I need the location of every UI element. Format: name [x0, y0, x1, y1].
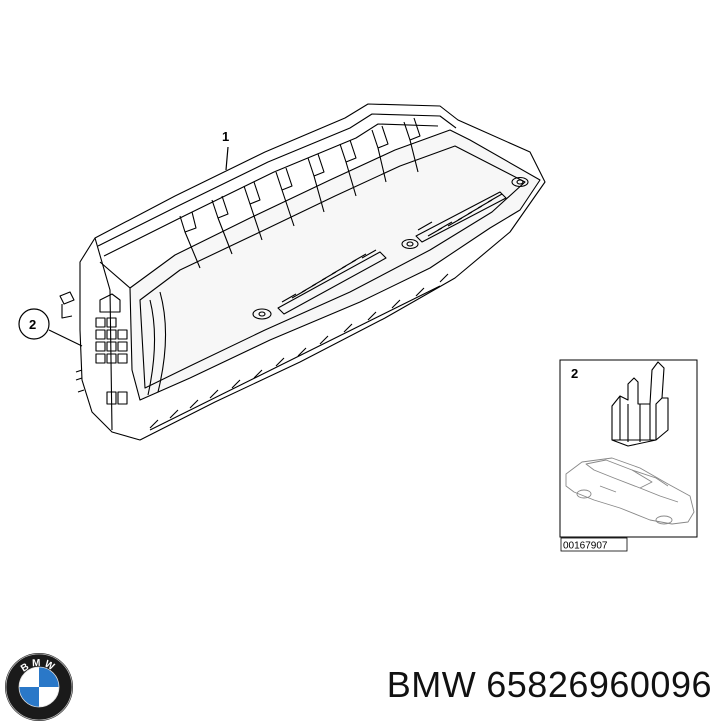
instrument-cluster-drawing — [59, 103, 546, 441]
part-number: 65826960096 — [486, 664, 712, 705]
bmw-logo: BMW — [5, 653, 73, 721]
svg-text:BMW: BMW — [19, 658, 59, 675]
clip-part-drawing — [611, 361, 669, 447]
connector-grid — [95, 293, 128, 405]
detail-callout-label: 2 — [571, 366, 578, 381]
reference-number-box — [560, 537, 628, 552]
brand-name: BMW — [386, 664, 477, 705]
callout-1: 1 — [222, 129, 229, 171]
car-silhouette-drawing — [565, 457, 695, 525]
detail-box: 2 00167907 — [559, 359, 698, 552]
callout-1-label: 1 — [222, 129, 229, 144]
callout-2-label: 2 — [29, 317, 36, 332]
vent-slots-upper — [415, 191, 507, 243]
vent-slots-lower — [277, 249, 387, 315]
parts-diagram: 1 2 2 00167907 — [18, 103, 698, 552]
logo-letters: BMW — [19, 658, 56, 675]
reference-number: 00167907 — [563, 541, 608, 552]
callout-2: 2 — [18, 308, 83, 347]
